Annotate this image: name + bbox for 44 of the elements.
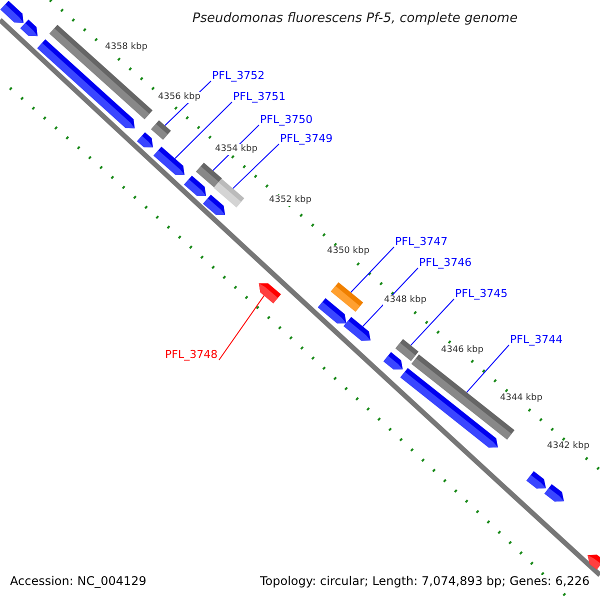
leader-line <box>410 298 454 346</box>
gene-label: PFL_3744 <box>510 334 563 345</box>
gene-feature <box>137 132 153 148</box>
gene-label: PFL_3748 <box>165 349 218 360</box>
gene-feature <box>526 471 546 489</box>
accession-text: Accession: NC_004129 <box>10 575 146 587</box>
gene-feature <box>344 316 371 341</box>
gene-feature <box>588 554 600 570</box>
gene-bar <box>330 282 364 312</box>
gene-feature <box>383 352 403 370</box>
gene-feature <box>258 283 282 304</box>
gene-bar <box>395 339 419 361</box>
tick-label: 4342 kbp <box>546 441 590 452</box>
leader-line <box>218 295 265 360</box>
tick-label: 4346 kbp <box>440 345 484 356</box>
gene-feature <box>184 176 206 196</box>
tick-label: 4350 kbp <box>326 246 370 257</box>
leader-line <box>174 102 232 159</box>
tick-label: 4348 kbp <box>383 295 428 306</box>
gene-feature <box>544 484 564 502</box>
gene-label: PFL_3752 <box>212 70 265 81</box>
gene-label: PFL_3747 <box>395 236 448 247</box>
leader-line <box>466 344 510 393</box>
tick-label: 4352 kbp <box>268 195 312 206</box>
genome-stats-text: Topology: circular; Length: 7,074,893 bp; Genes: 6,226 <box>260 575 590 587</box>
gene-label: PFL_3745 <box>455 288 508 299</box>
gene-bar <box>151 120 171 140</box>
gene-feature <box>0 0 24 23</box>
leader-line <box>350 246 394 293</box>
gene-feature <box>20 20 38 36</box>
gene-label: PFL_3746 <box>419 257 472 268</box>
tick-label: 4344 kbp <box>499 393 544 404</box>
gene-label: PFL_3749 <box>280 133 333 144</box>
tick-label: 4356 kbp <box>157 92 202 103</box>
gene-feature <box>318 298 346 324</box>
tick-label: 4358 kbp <box>104 42 148 53</box>
gene-feature <box>203 194 226 215</box>
gene-feature <box>154 146 185 175</box>
gene-label: PFL_3750 <box>260 114 313 125</box>
gene-label: PFL_3751 <box>233 91 286 102</box>
leader-line <box>232 144 280 189</box>
tick-label: 4354 kbp <box>214 144 258 155</box>
title: Pseudomonas fluorescens Pf-5, complete genome <box>191 12 519 25</box>
gene-bar <box>214 178 244 208</box>
